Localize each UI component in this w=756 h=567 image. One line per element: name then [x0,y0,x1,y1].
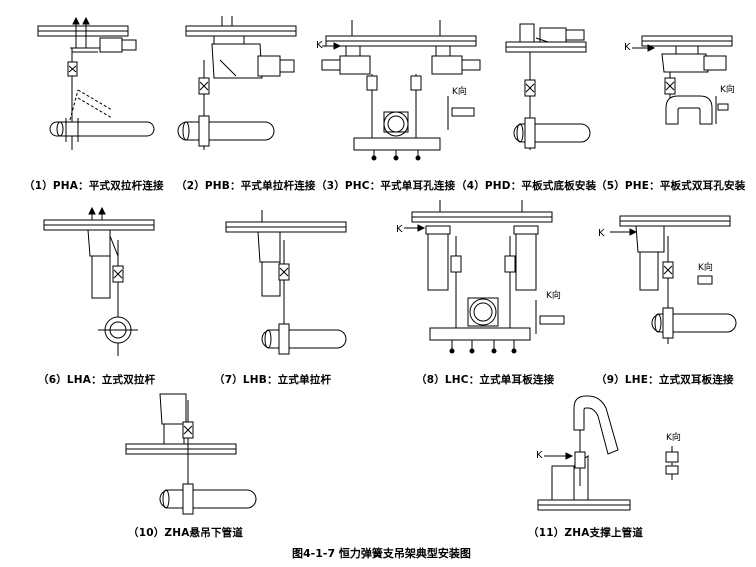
spring-bracket [159,393,187,425]
spring-bracket [257,231,281,263]
diagram-lhe [610,215,737,344]
support-base [353,137,441,151]
pipe [261,329,347,349]
spring-bracket [211,43,263,79]
caption-pha: （1）PHA：平式双拉杆连接 [24,180,164,192]
diagram-phe [632,35,733,125]
caption-phe: （5）PHE：平板式双耳孔安装 [596,180,746,192]
caption-phc: （3）PHC：平式单耳孔连接 [316,180,456,192]
pipe [159,489,257,509]
spring-can [257,55,281,77]
spring-can [431,55,463,75]
spring-can [639,251,659,291]
pipe [49,121,155,137]
spring-can [539,27,567,43]
diagram-zha-hanging [125,393,257,515]
diagram-zha-supporting [537,395,679,511]
diagram-pha [37,16,155,150]
spring-can [261,261,281,297]
support-base [429,327,531,341]
spring-can [163,423,185,445]
pipe [177,121,275,141]
k-view-label: K向 [666,431,681,443]
caption-zha-supporting: （11）ZHA支撑上管道 [528,527,644,539]
k-label: K [598,228,605,239]
diagram-phc [321,20,481,161]
spring-can [99,37,123,53]
spring-can [515,227,537,291]
caption-phd: （4）PHD：平板式底板安装 [456,180,597,192]
k-view-label: K向 [546,289,561,301]
spring-can [551,465,575,501]
diagram-lha [43,206,155,356]
spring-can [339,55,371,75]
caption-zha-hanging: （10）ZHA悬吊下管道 [128,527,244,539]
spring-can [703,55,727,71]
k-label: K [316,40,323,51]
k-view-label: K向 [698,261,713,273]
diagram-lhb [225,210,347,355]
turnbuckle [504,255,516,273]
turnbuckle [574,451,586,469]
caption-lhe: （9）LHE：立式双耳板连接 [596,374,734,386]
diagram-lhc [404,200,565,354]
spring-bracket [87,229,111,257]
caption-lha: （6）LHA：立式双拉杆 [38,374,156,386]
k-view-label: K向 [452,85,467,97]
spring-bracket [661,53,709,73]
turnbuckle [450,255,462,273]
turnbuckle [410,75,422,91]
diagram-phb [177,16,297,150]
k-label: K [536,450,543,461]
spring-bracket [635,225,665,253]
turnbuckle [366,75,378,91]
caption-lhc: （8）LHC：立式单耳板连接 [416,374,555,386]
caption-phb: （2）PHB：平式单拉杆连接 [176,180,316,192]
k-label: K [396,224,403,235]
k-view-label: K向 [720,83,735,95]
spring-can [427,227,449,291]
pipe-elbow [573,395,619,455]
caption-lhb: （7）LHB：立式单拉杆 [214,374,332,386]
pipe-elbow [665,95,713,125]
diagram-phd [505,23,591,150]
figure-title: 图4-1-7 恒力弹簧支吊架典型安装图 [292,547,471,560]
k-label: K [624,42,631,53]
spring-can [91,255,111,299]
